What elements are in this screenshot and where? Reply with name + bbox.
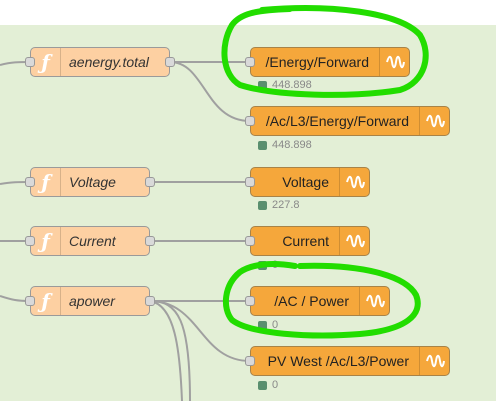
status-value: 0 — [272, 259, 279, 271]
output-node-label: Current — [282, 233, 329, 249]
status-indicator: 227.8 — [258, 198, 300, 212]
output-node-label: /Energy/Forward — [265, 54, 369, 70]
input-port[interactable] — [25, 236, 35, 246]
status-indicator: 448.898 — [258, 138, 312, 152]
function-node-label: aenergy.total — [69, 54, 149, 70]
input-port[interactable] — [245, 116, 255, 126]
output-port[interactable] — [145, 177, 155, 187]
function-node-voltage[interactable]: ƒ Voltage — [30, 167, 150, 197]
victron-wave-icon — [379, 48, 409, 76]
input-port[interactable] — [25, 296, 35, 306]
victron-wave-icon — [339, 227, 369, 255]
status-dot — [258, 140, 267, 150]
input-port[interactable] — [245, 356, 255, 366]
function-icon: ƒ — [31, 48, 61, 76]
function-icon: ƒ — [31, 287, 61, 315]
wire-apower-offscreen-2 — [149, 300, 183, 401]
function-icon: ƒ — [31, 227, 61, 255]
status-indicator: 0 — [258, 378, 278, 392]
output-node-pv-west-power[interactable]: PV West /Ac/L3/Power — [250, 346, 450, 376]
status-value: 227.8 — [272, 199, 300, 211]
input-port[interactable] — [245, 177, 255, 187]
output-node-ac-power[interactable]: /AC / Power — [250, 286, 390, 316]
status-dot — [258, 320, 267, 330]
input-port[interactable] — [25, 57, 35, 67]
output-port[interactable] — [145, 236, 155, 246]
status-dot — [258, 200, 267, 210]
status-indicator: 0 — [258, 318, 278, 332]
output-port[interactable] — [165, 57, 175, 67]
output-node-energy-forward[interactable]: /Energy/Forward — [250, 47, 410, 77]
output-node-voltage[interactable]: Voltage — [250, 167, 370, 197]
victron-wave-icon — [359, 287, 389, 315]
function-node-label: Voltage — [69, 174, 116, 190]
function-node-label: Current — [69, 233, 116, 249]
victron-wave-icon — [419, 347, 449, 375]
function-node-current[interactable]: ƒ Current — [30, 226, 150, 256]
input-port[interactable] — [245, 296, 255, 306]
output-node-label: /Ac/L3/Energy/Forward — [265, 113, 409, 129]
output-node-label: Voltage — [282, 174, 329, 190]
status-value: 0 — [272, 319, 279, 331]
output-node-label: PV West /Ac/L3/Power — [267, 353, 409, 369]
wire-apower-offscreen-1 — [149, 300, 191, 401]
status-indicator: 448.898 — [258, 78, 312, 92]
status-value: 448.898 — [272, 139, 312, 151]
function-node-aenergy[interactable]: ƒ aenergy.total — [30, 47, 170, 77]
status-dot — [258, 380, 267, 390]
status-dot — [258, 260, 267, 270]
output-node-current[interactable]: Current — [250, 226, 370, 256]
function-icon: ƒ — [31, 168, 61, 196]
output-node-l3-energy-forward[interactable]: /Ac/L3/Energy/Forward — [250, 106, 450, 136]
status-value: 448.898 — [272, 79, 312, 91]
input-port[interactable] — [25, 177, 35, 187]
wire-aenergy-l3-energy — [169, 61, 251, 122]
input-port[interactable] — [245, 57, 255, 67]
function-node-label: apower — [69, 293, 115, 309]
input-port[interactable] — [245, 236, 255, 246]
victron-wave-icon — [419, 107, 449, 135]
status-value: 0 — [272, 379, 279, 391]
status-indicator: 0 — [258, 258, 278, 272]
output-port[interactable] — [145, 296, 155, 306]
function-node-apower[interactable]: ƒ apower — [30, 286, 150, 316]
victron-wave-icon — [339, 168, 369, 196]
status-dot — [258, 80, 267, 90]
output-node-label: /AC / Power — [274, 293, 349, 309]
